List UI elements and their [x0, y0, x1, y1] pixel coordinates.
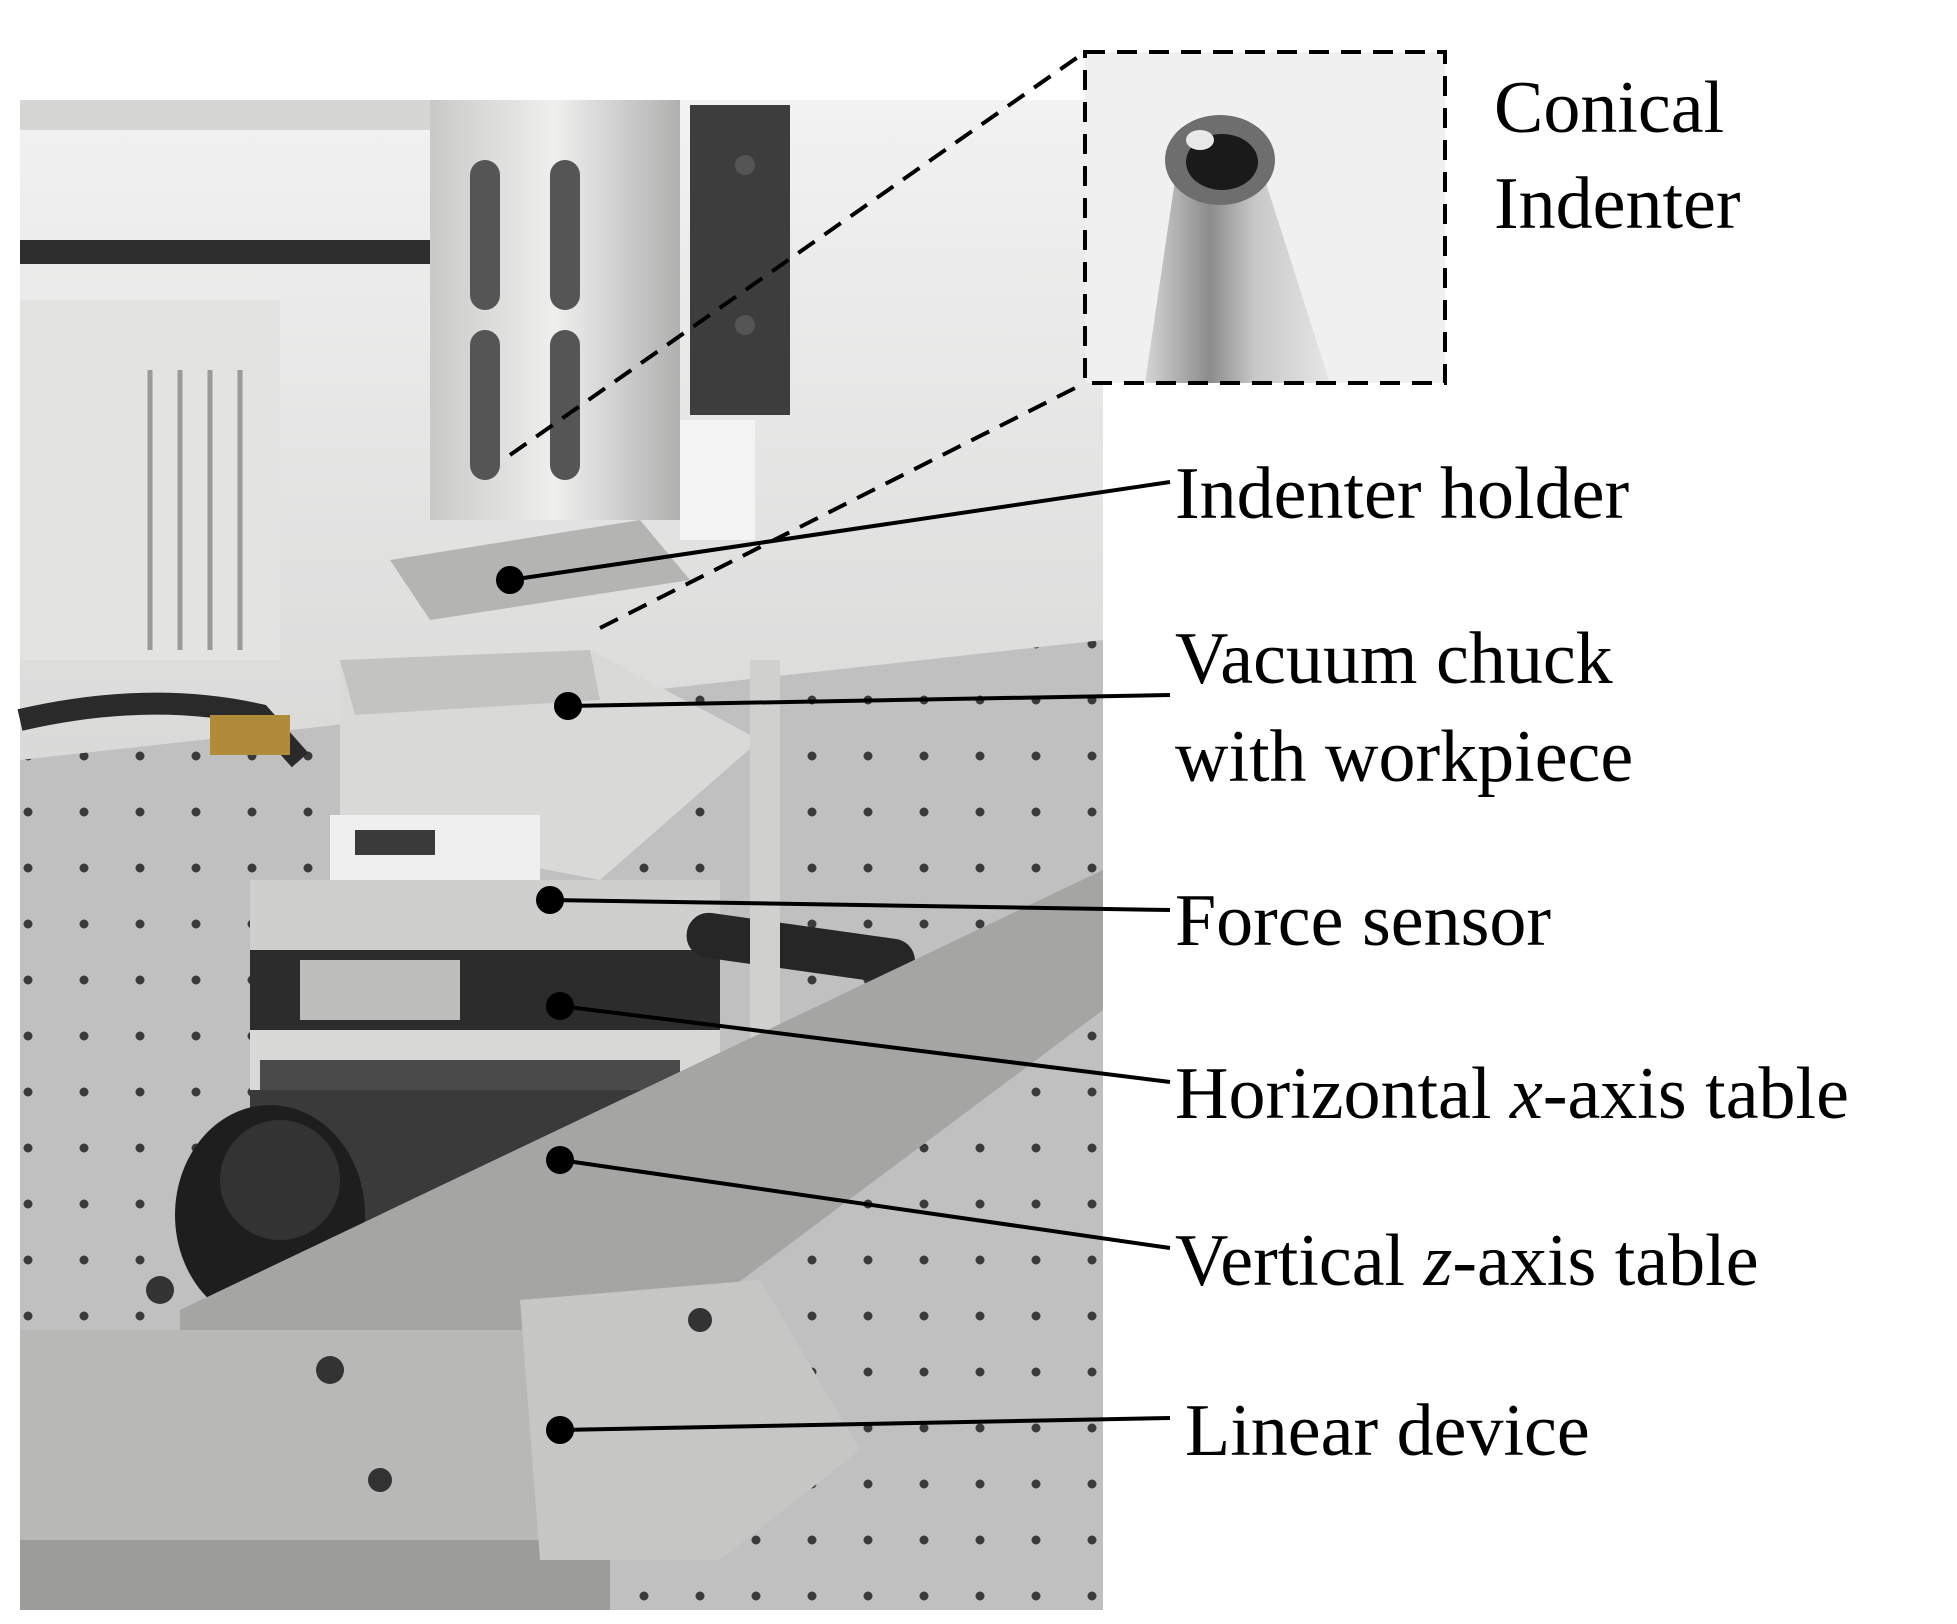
label-line: Horizontal x-axis table [1175, 1045, 1849, 1143]
label-z-axis-table: Vertical z-axis table [1175, 1212, 1759, 1310]
indenter-inset [1083, 50, 1447, 385]
label-vacuum-chuck: Vacuum chuck with workpiece [1175, 610, 1633, 807]
label-line: Linear device [1185, 1382, 1590, 1480]
label-force-sensor: Force sensor [1175, 872, 1551, 970]
label-segment: Vertical [1175, 1220, 1424, 1302]
label-linear-device: Linear device [1185, 1382, 1590, 1480]
inset-title-line: Conical [1494, 67, 1725, 149]
label-segment: with workpiece [1175, 716, 1634, 799]
label-segment: Vacuum chuck [1175, 618, 1613, 700]
label-segment: -axis table [1452, 1220, 1759, 1302]
inset-title-line: Indenter [1494, 163, 1741, 246]
label-segment: Indenter holder [1175, 453, 1630, 535]
label-x-axis-table: Horizontal x-axis table [1175, 1045, 1849, 1143]
label-line: Indenter holder [1175, 445, 1629, 543]
label-indenter-holder: Indenter holder [1175, 445, 1629, 543]
label-italic-segment: z [1423, 1220, 1453, 1302]
label-segment: Linear device [1185, 1390, 1590, 1472]
inset-title: Conical Indenter [1494, 60, 1741, 252]
label-line: Vertical z-axis table [1175, 1212, 1759, 1310]
label-line: Force sensor [1175, 872, 1551, 970]
callout-leaders [496, 480, 1171, 1444]
label-line: with workpiece [1175, 708, 1633, 806]
label-italic-segment: x [1509, 1053, 1543, 1135]
label-segment: -axis table [1542, 1053, 1849, 1135]
label-segment: Force sensor [1175, 880, 1552, 962]
label-segment: Horizontal [1175, 1053, 1510, 1135]
label-line: Vacuum chuck [1175, 610, 1633, 708]
